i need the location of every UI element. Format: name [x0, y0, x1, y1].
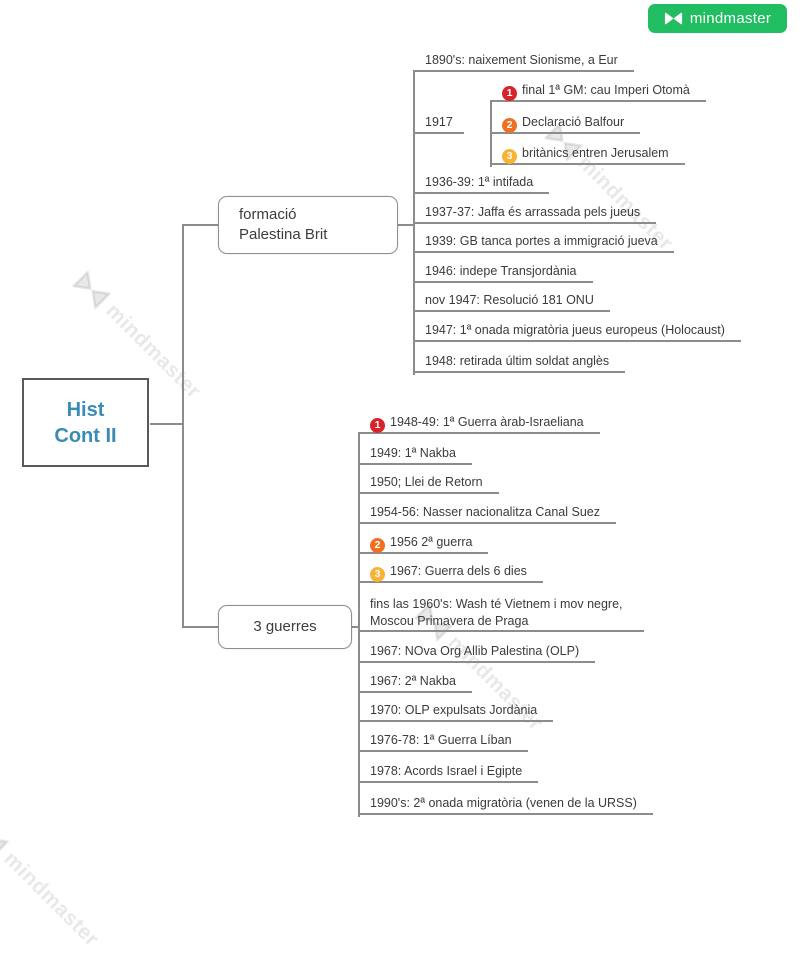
topic-1967-guerra-6-dies[interactable]: 3 1967: Guerra dels 6 dies [358, 561, 543, 583]
topic-label: 1976-78: 1ª Guerra Líban [370, 733, 512, 747]
topic-label: 1950; Llei de Retorn [370, 475, 483, 489]
number-badge-2: 2 [370, 538, 385, 553]
mindmaster-logo[interactable]: mindmaster [648, 4, 787, 33]
topic-1939-gb-immigracio[interactable]: 1939: GB tanca portes a immigració jueva [413, 231, 674, 253]
connector-line [352, 626, 360, 628]
connector-line [150, 423, 183, 425]
topic-label: 1954-56: Nasser nacionalitza Canal Suez [370, 505, 600, 519]
topic-label: 1967: NOva Org Allib Palestina (OLP) [370, 644, 580, 658]
topic-britanics-jerusalem[interactable]: 3 britànics entren Jerusalem [490, 143, 685, 165]
topic-1970-olp-jordania[interactable]: 1970: OLP expulsats Jordània [358, 700, 554, 722]
topic-label: 1946: indepe Transjordània [425, 264, 577, 278]
number-badge-1: 1 [502, 86, 517, 101]
number-badge-2: 2 [502, 118, 517, 133]
topic-1947-onada-migratoria[interactable]: 1947: 1ª onada migratòria jueus europeus… [413, 320, 741, 342]
root-topic-line2: Cont II [54, 424, 117, 447]
number-badge-3: 3 [370, 567, 385, 582]
topic-1967-olp[interactable]: 1967: NOva Org Allib Palestina (OLP) [358, 641, 596, 663]
topic-label: 1970: OLP expulsats Jordània [370, 703, 538, 717]
connector-line [182, 626, 218, 628]
topic-label: 1956 2ª guerra [390, 535, 473, 549]
root-topic-line1: Hist [66, 398, 105, 421]
topic-declaracio-balfour[interactable]: 2 Declaració Balfour [490, 112, 641, 134]
topic-label: 1936-39: 1ª intifada [425, 175, 534, 189]
watermark-text: mindmaster [0, 847, 104, 952]
topic-1950-llei-retorn[interactable]: 1950; Llei de Retorn [358, 472, 499, 494]
branch-topic-formacio-palestina-brit[interactable]: formació Palestina Brit [218, 196, 398, 254]
topic-label: 1939: GB tanca portes a immigració jueva [425, 234, 658, 248]
topic-label: 1967: Guerra dels 6 dies [390, 564, 527, 578]
branch-topic-3-guerres[interactable]: 3 guerres [218, 605, 352, 649]
topic-label: fins las 1960's: Wash té Vietnem i mov n… [370, 597, 623, 628]
topic-label: final 1ª GM: cau Imperi Otomà [522, 83, 690, 97]
topic-1946-transjordania[interactable]: 1946: indepe Transjordània [413, 261, 593, 283]
connector-line [182, 224, 218, 226]
number-badge-1: 1 [370, 418, 385, 433]
mindmaster-bowtie-icon [664, 12, 683, 25]
bowtie-icon [72, 270, 111, 310]
root-topic[interactable]: Hist Cont II [22, 378, 149, 467]
topic-label: 1890's: naixement Sionisme, a Eur [425, 53, 618, 67]
topic-label: 1948: retirada últim soldat anglès [425, 354, 610, 368]
topic-label: nov 1947: Resolució 181 ONU [425, 293, 594, 307]
mindmaster-watermark: mindmaster [0, 816, 104, 953]
connector-line [182, 224, 184, 628]
topic-label: 1948-49: 1ª Guerra àrab-Israeliana [390, 415, 584, 429]
topic-1960s-context-mundial[interactable]: fins las 1960's: Wash té Vietnem i mov n… [358, 594, 644, 632]
topic-1956-2a-guerra[interactable]: 2 1956 2ª guerra [358, 532, 489, 554]
topic-label: 1947: 1ª onada migratòria jueus europeus… [425, 323, 725, 337]
topic-1936-intifada[interactable]: 1936-39: 1ª intifada [413, 172, 550, 194]
topic-1954-nasser-suez[interactable]: 1954-56: Nasser nacionalitza Canal Suez [358, 502, 616, 524]
number-badge-3: 3 [502, 149, 517, 164]
topic-1948-retirada-soldat[interactable]: 1948: retirada últim soldat anglès [413, 351, 626, 373]
topic-1948-guerra-arab-israeliana[interactable]: 1 1948-49: 1ª Guerra àrab-Israeliana [358, 412, 600, 434]
topic-1967-2a-nakba[interactable]: 1967: 2ª Nakba [358, 671, 472, 693]
topic-label: 1949: 1ª Nakba [370, 446, 456, 460]
topic-label: 1937-37: Jaffa és arrassada pels jueus [425, 205, 641, 219]
branch-label-line1: formació [239, 206, 297, 223]
connector-line [398, 224, 415, 226]
topic-label: 1967: 2ª Nakba [370, 674, 456, 688]
topic-1917[interactable]: 1917 [413, 112, 464, 134]
bowtie-icon [0, 818, 9, 858]
branch-label-line2: Palestina Brit [239, 226, 328, 243]
logo-text: mindmaster [689, 10, 772, 27]
connector-line [490, 102, 492, 167]
topic-1890s-sionisme[interactable]: 1890's: naixement Sionisme, a Eur [413, 50, 634, 72]
topic-final-1gm[interactable]: 1 final 1ª GM: cau Imperi Otomà [490, 80, 706, 102]
topic-1976-guerra-liban[interactable]: 1976-78: 1ª Guerra Líban [358, 730, 528, 752]
connector-line [358, 434, 360, 817]
topic-1947-resolucio-181[interactable]: nov 1947: Resolució 181 ONU [413, 290, 610, 312]
topic-label: 1978: Acords Israel i Egipte [370, 764, 523, 778]
topic-label: Declaració Balfour [522, 115, 625, 129]
topic-1990s-onada-urss[interactable]: 1990's: 2ª onada migratòria (venen de la… [358, 793, 653, 815]
topic-1937-jaffa[interactable]: 1937-37: Jaffa és arrassada pels jueus [413, 202, 657, 224]
topic-label: 1990's: 2ª onada migratòria (venen de la… [370, 796, 637, 810]
branch-label: 3 guerres [253, 618, 317, 635]
topic-1949-nakba[interactable]: 1949: 1ª Nakba [358, 443, 472, 465]
topic-1978-acords-israel-egipte[interactable]: 1978: Acords Israel i Egipte [358, 761, 539, 783]
topic-label: britànics entren Jerusalem [522, 146, 669, 160]
topic-label: 1917 [425, 115, 453, 129]
